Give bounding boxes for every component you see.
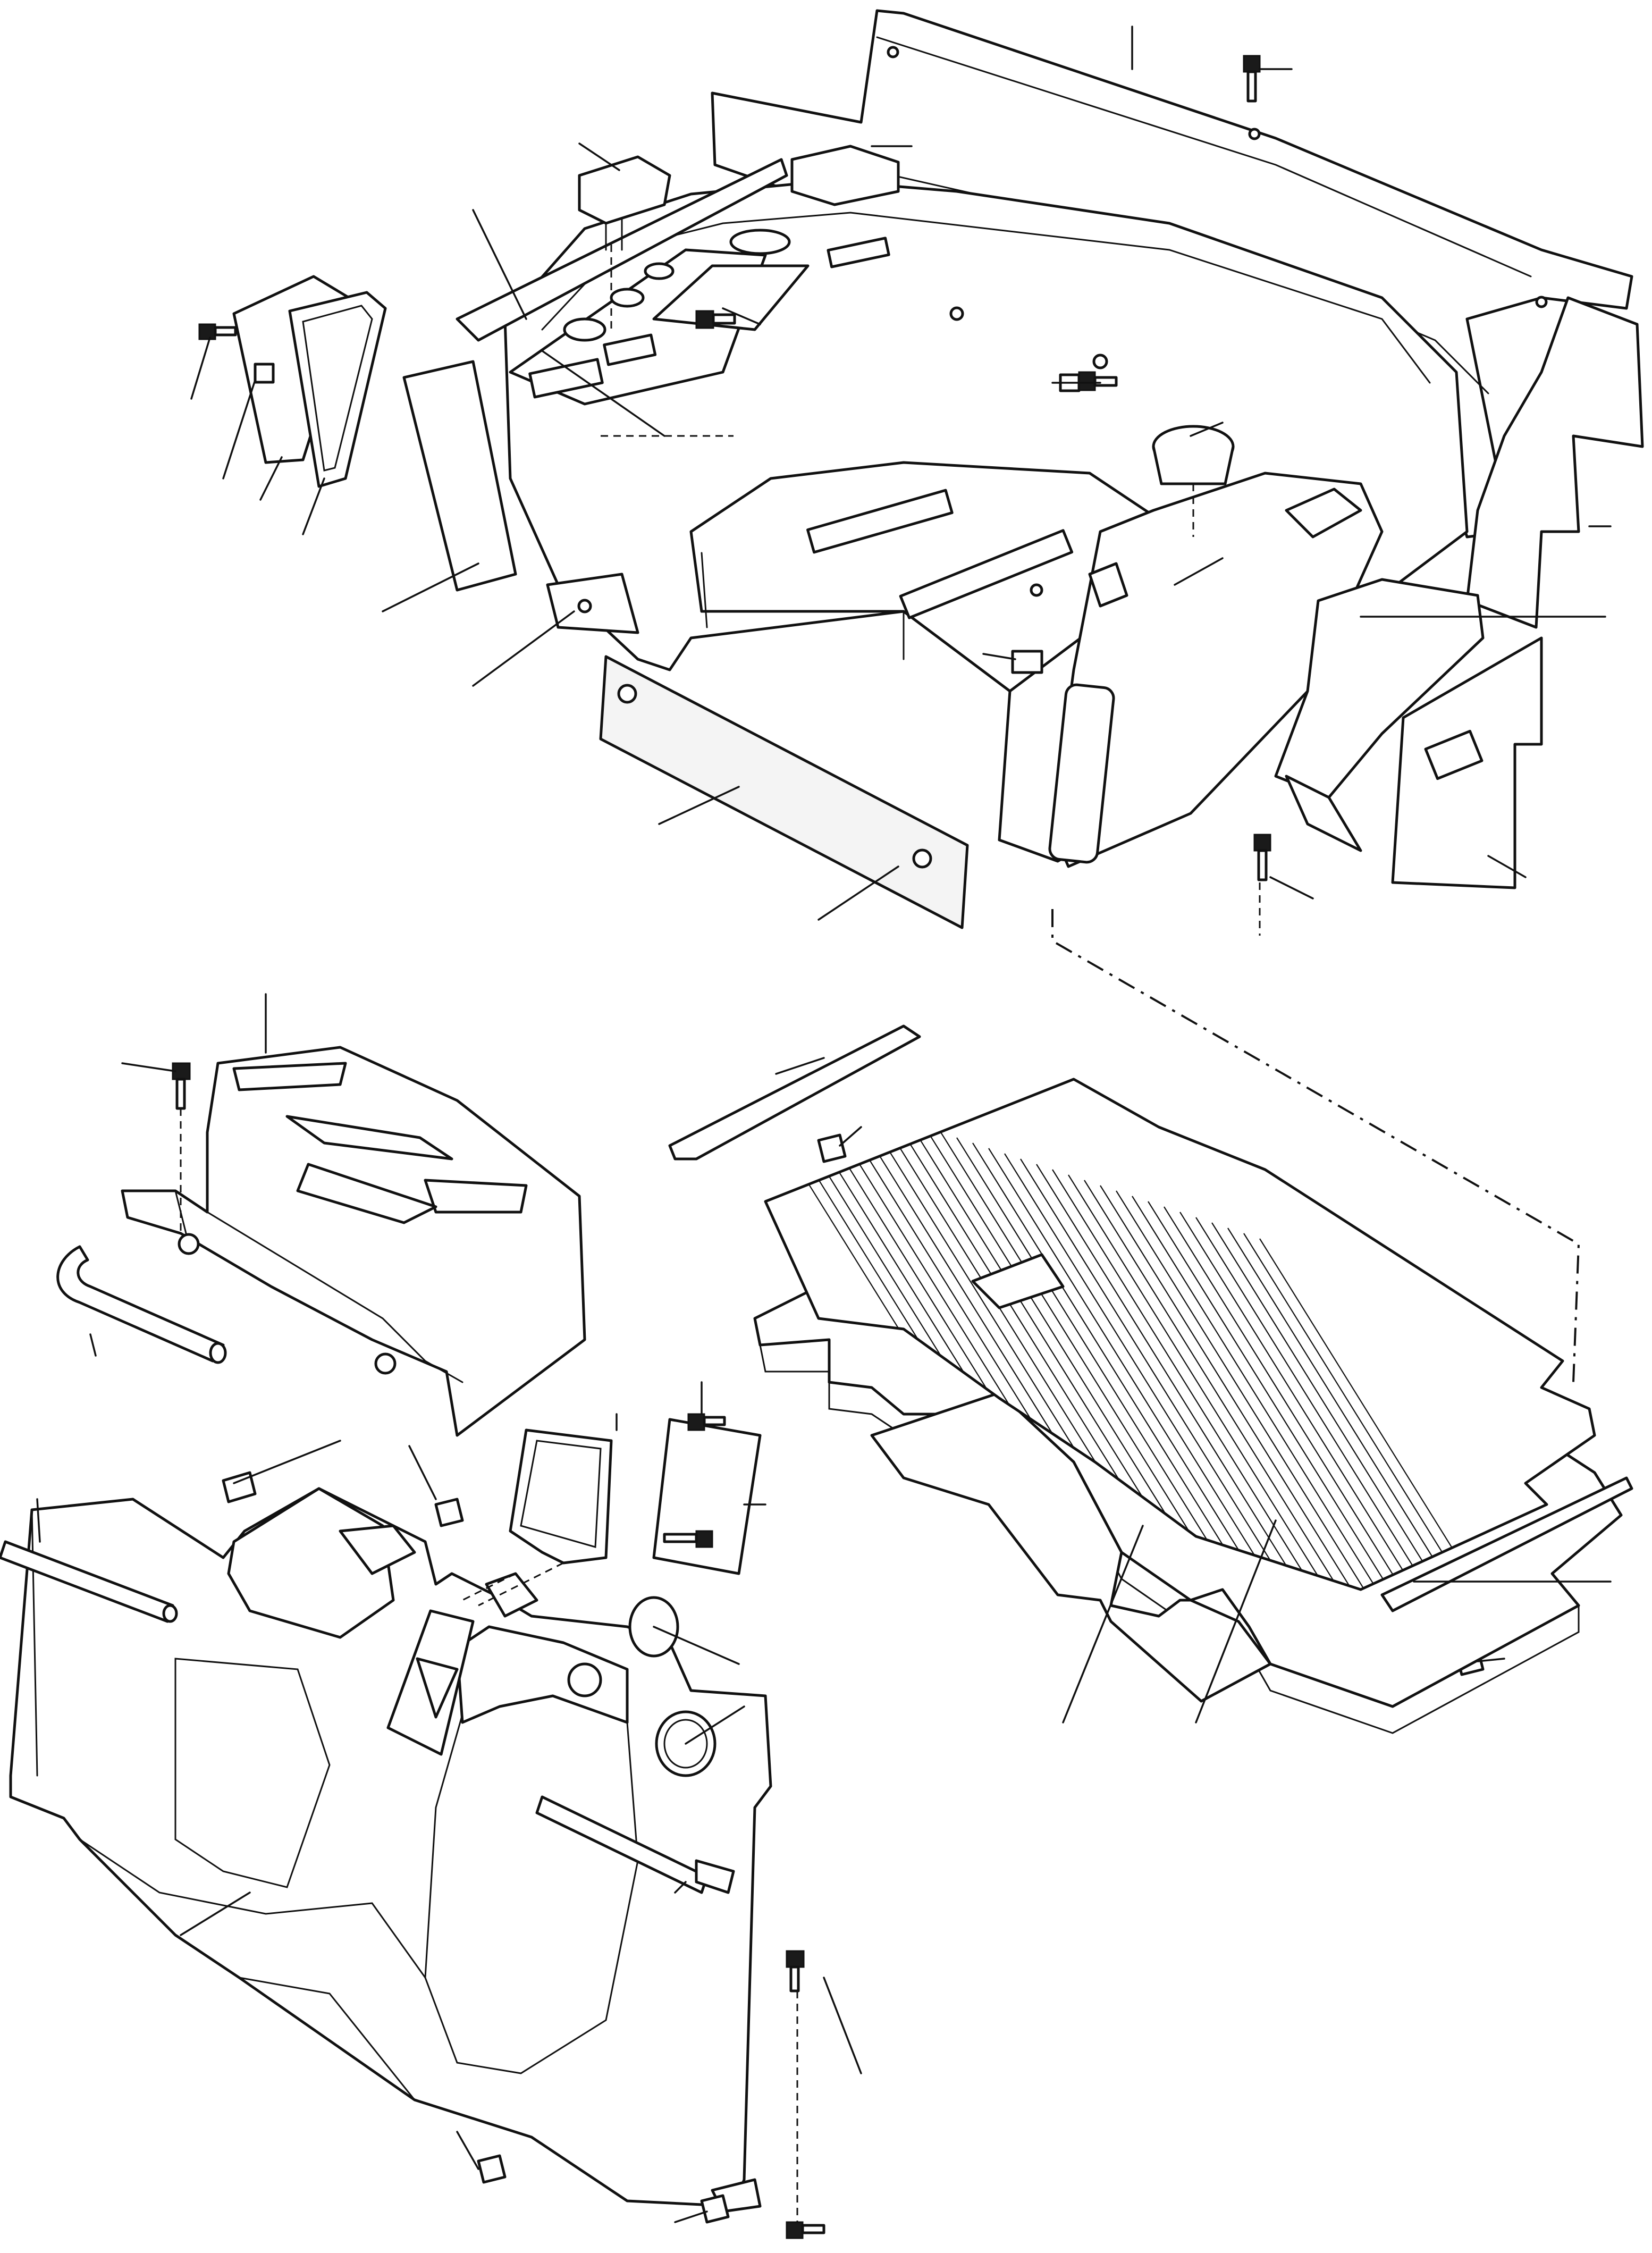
mat-rib	[1164, 1206, 1462, 1590]
right-floor-side-trim	[1274, 578, 1543, 889]
mat-rib	[972, 1142, 1271, 1590]
mat-rib	[1195, 1217, 1494, 1590]
right-rear-side-panel	[1465, 296, 1644, 629]
lower-rear-trim-panel	[9, 1487, 772, 2213]
luggage-compartment-tub	[503, 179, 1469, 868]
mat-rib	[1243, 1233, 1542, 1590]
tub-front-cover-panel	[599, 655, 969, 929]
mat-rib	[1179, 1212, 1478, 1590]
mat-rib	[1052, 1169, 1351, 1590]
mat-rib	[1211, 1222, 1510, 1590]
mat-rib	[1132, 1196, 1430, 1590]
mat-rib	[1020, 1158, 1319, 1590]
mat-rib	[1148, 1201, 1446, 1590]
access-cover-top-left	[232, 275, 387, 488]
mat-rib	[1116, 1190, 1414, 1590]
sill-strips	[668, 1024, 1633, 1612]
storage-bin-and-cup	[578, 145, 1235, 485]
leader-lines-top	[190, 26, 1612, 1383]
mat-rib	[1068, 1174, 1367, 1590]
mat-rib	[1100, 1185, 1398, 1590]
mat-rib	[1084, 1180, 1383, 1590]
mat-rib	[1004, 1153, 1303, 1590]
console-bolt-shank	[175, 1078, 186, 1110]
mat-rib	[1036, 1164, 1335, 1590]
mat-rib	[988, 1148, 1287, 1590]
mat-rib	[956, 1137, 1255, 1590]
mat-rib	[940, 1132, 1239, 1590]
leader-lines-bottom	[36, 993, 1612, 2223]
left-retaining-rod	[0, 1540, 178, 1623]
lower-access-cover	[386, 1413, 762, 1756]
mat-rib	[1259, 1238, 1558, 1590]
wiring-tube	[56, 1245, 227, 1364]
mat-rib	[1227, 1228, 1526, 1590]
rear-center-console-trim	[121, 1046, 586, 1437]
